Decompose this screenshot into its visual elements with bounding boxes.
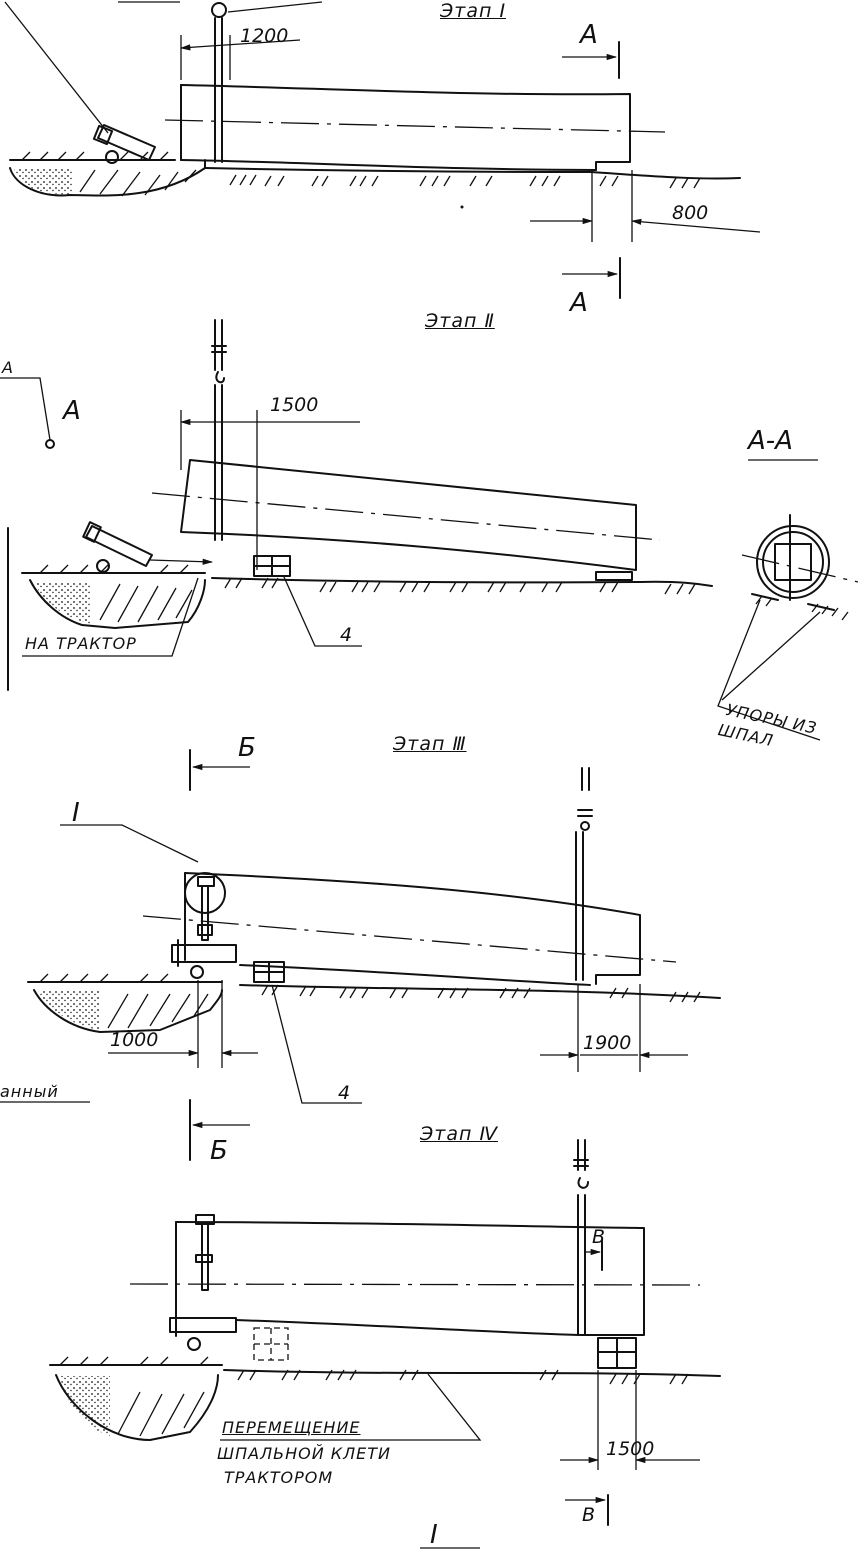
section-mark-a-small: А [2, 358, 14, 377]
stage-1-title: Этап Ⅰ [440, 0, 507, 22]
dimension-1900: 1900 [583, 1032, 632, 1054]
note-move-line2: ШПАЛЬНОЙ КЛЕТИ [217, 1444, 392, 1463]
section-a-a-drawing [717, 459, 858, 741]
callout-crib-4-stage3: 4 [338, 1082, 351, 1104]
section-mark-b-top: Б [238, 733, 256, 763]
stage-1-drawing [4, 1, 761, 299]
stage-4-drawing [49, 1139, 721, 1549]
note-to-tractor: НА ТРАКТОР [25, 634, 137, 653]
callout-crib-4-stage2: 4 [340, 624, 353, 646]
stage-2-title: Этап Ⅱ [425, 310, 495, 332]
stage-3-title: Этап Ⅲ [393, 733, 467, 755]
section-mark-b-bottom: Б [210, 1136, 228, 1166]
note-move-line3: ТРАКТОРОМ [224, 1468, 334, 1487]
stage-2-drawing [0, 319, 713, 691]
callout-detail-ref: Ⅰ [72, 798, 80, 828]
bottom-detail-ref: Ⅰ [430, 1520, 438, 1550]
section-mark-a-left: А [63, 396, 81, 426]
section-mark-v-top: В [592, 1226, 606, 1248]
section-aa-title: А-А [748, 426, 793, 456]
section-mark-a-top: А [580, 20, 598, 50]
dimension-1000: 1000 [110, 1029, 159, 1051]
section-mark-v-bottom: В [582, 1504, 596, 1526]
dimension-1200: 1200 [240, 25, 289, 47]
dimension-1500-stage4: 1500 [606, 1438, 655, 1460]
stage-3-drawing [0, 749, 721, 1161]
note-move-line1: ПЕРЕМЕЩЕНИЕ [222, 1418, 361, 1437]
dimension-1500-stage2: 1500 [270, 394, 319, 416]
note-partial-word: анный [0, 1082, 59, 1101]
stage-4-title: Этап Ⅳ [420, 1123, 498, 1145]
dimension-800: 800 [672, 202, 709, 224]
section-mark-a-bottom: А [570, 288, 588, 318]
